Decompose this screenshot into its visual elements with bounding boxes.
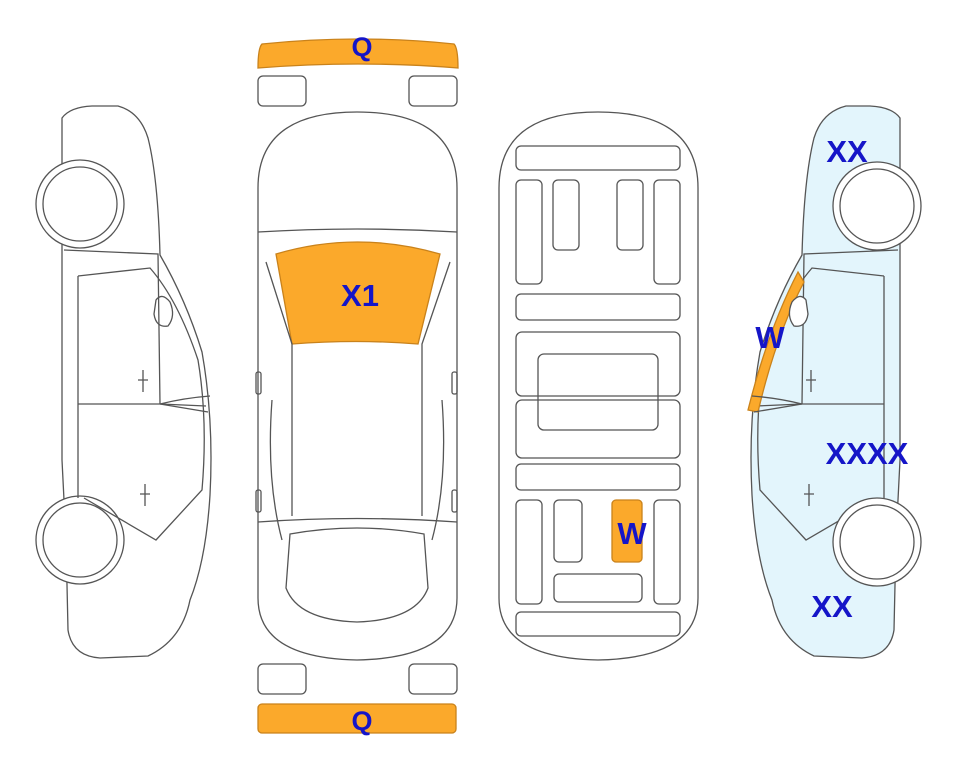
- left-mirror-icon: [154, 296, 173, 326]
- right-mirror-top-icon: [452, 372, 457, 394]
- left-side-view: [36, 106, 211, 658]
- right-rear-wheel-icon: [833, 498, 921, 586]
- right-a-pillar-label: W: [755, 320, 785, 355]
- right-side-view: [748, 106, 921, 658]
- fuel-tank: [538, 354, 658, 430]
- rear-left-light: [258, 664, 306, 694]
- top-view: [256, 39, 458, 733]
- underbody-part-label: W: [617, 516, 647, 551]
- front-bumper-label: Q: [351, 32, 372, 62]
- right-front-fender-label: XX: [826, 134, 868, 169]
- right-rear-quarter-label: XX: [811, 589, 853, 624]
- right-side-doors-label: XXXX: [826, 436, 909, 471]
- rear-bumper-label: Q: [351, 706, 372, 736]
- rear-window: [286, 528, 428, 622]
- left-rear-wheel-icon: [36, 496, 124, 584]
- rear-right-light: [409, 664, 457, 694]
- right-front-wheel-icon: [833, 162, 921, 250]
- windshield-label: X1: [341, 278, 379, 313]
- underbody-view: [499, 112, 698, 660]
- left-front-wheel-icon: [36, 160, 124, 248]
- left-rear-door-handle-icon: [140, 484, 150, 506]
- left-front-door-handle-icon: [138, 370, 148, 392]
- right-mirror-icon: [789, 296, 808, 326]
- front-left-light: [258, 76, 306, 106]
- front-right-light: [409, 76, 457, 106]
